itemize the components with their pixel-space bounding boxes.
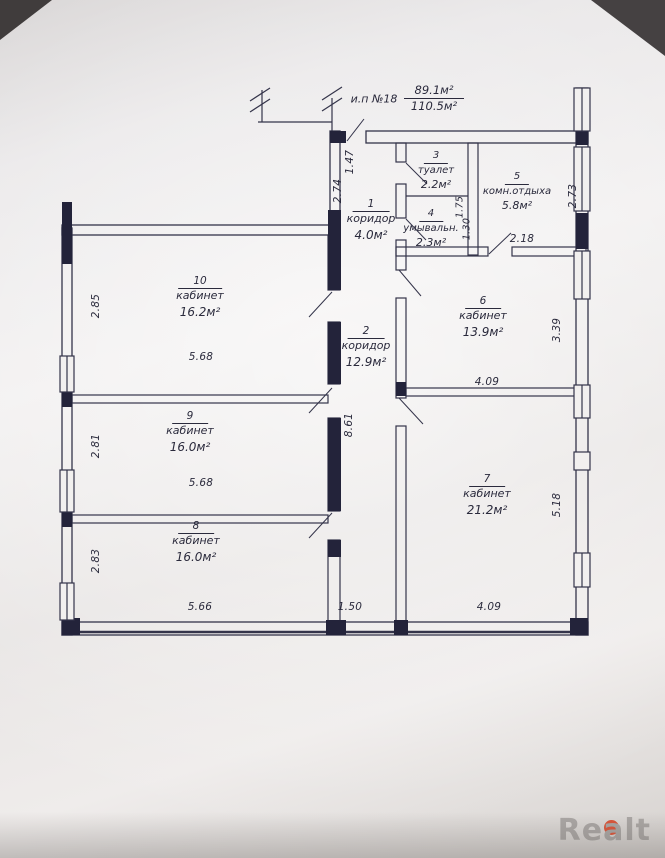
area-denominator: 110.5м² bbox=[410, 98, 458, 113]
dim-room6-width: 4.09 bbox=[474, 376, 500, 388]
photo-corner-top-left bbox=[0, 0, 52, 40]
room-label-5: 5 комн.отдыха 5.8м² bbox=[483, 165, 551, 213]
room-label-10: 10 кабинет 16.2м² bbox=[176, 270, 224, 320]
watermark-text-right: lt bbox=[624, 813, 651, 848]
realt-watermark-logo: Realt bbox=[558, 813, 651, 848]
dim-right-room6: 3.39 bbox=[551, 317, 563, 343]
room-number: 6 bbox=[464, 295, 502, 310]
room-area: 16.2м² bbox=[179, 305, 221, 320]
dim-right-top: 2.73 bbox=[567, 183, 579, 209]
room-name: коридор bbox=[346, 212, 396, 226]
room-label-9: 9 кабинет 16.0м² bbox=[166, 405, 214, 455]
room-number: 3 bbox=[423, 150, 449, 164]
watermark-text-left: Re bbox=[557, 813, 604, 848]
room-number: 9 bbox=[171, 410, 209, 425]
room-area: 12.9м² bbox=[345, 355, 387, 370]
dim-room4-b: 1.30 bbox=[461, 217, 473, 241]
room-area: 13.9м² bbox=[462, 325, 504, 340]
room-area: 16.0м² bbox=[169, 440, 211, 455]
room-label-2: 2 коридор 12.9м² bbox=[342, 320, 391, 370]
room-name: кабинет bbox=[463, 487, 511, 501]
dim-entry-height: 2.74 bbox=[332, 178, 344, 204]
area-numerator: 89.1м² bbox=[404, 84, 464, 99]
dim-room8-width: 5.66 bbox=[187, 601, 213, 613]
room-area: 5.8м² bbox=[501, 198, 533, 212]
dim-left-top: 2.85 bbox=[90, 293, 102, 319]
room-area: 21.2м² bbox=[466, 503, 508, 518]
dim-right-room7: 5.18 bbox=[551, 492, 563, 518]
room-number: 1 bbox=[352, 198, 390, 213]
dim-room4-a: 1.75 bbox=[454, 195, 466, 219]
room-name: кабинет bbox=[166, 424, 214, 438]
room-label-1: 1 коридор 4.0м² bbox=[347, 193, 396, 243]
room-label-7: 7 кабинет 21.2м² bbox=[463, 468, 511, 518]
dim-room9-width: 5.68 bbox=[188, 477, 214, 489]
dim-left-bottom: 2.83 bbox=[90, 548, 102, 574]
room-number: 7 bbox=[468, 473, 506, 488]
room-number: 8 bbox=[177, 520, 215, 535]
dim-left-mid: 2.81 bbox=[90, 433, 102, 459]
room-number: 10 bbox=[178, 275, 222, 290]
room-label-8: 8 кабинет 16.0м² bbox=[172, 515, 220, 565]
room-number: 5 bbox=[504, 171, 530, 185]
watermark-letter-a: a bbox=[603, 813, 625, 848]
window-symbols bbox=[59, 87, 591, 621]
total-area-fraction: 89.1м² 110.5м² bbox=[404, 84, 464, 112]
room-name: кабинет bbox=[459, 309, 507, 323]
dim-entry-width: 1.47 bbox=[344, 149, 356, 175]
dim-room5-width: 2.18 bbox=[509, 233, 535, 245]
room-area: 4.0м² bbox=[354, 228, 388, 243]
room-area: 2.2м² bbox=[420, 177, 452, 191]
dim-room10-width: 5.68 bbox=[188, 351, 214, 363]
door-leaves bbox=[308, 118, 512, 539]
room-name: кабинет bbox=[176, 289, 224, 303]
room-name: комн.отдыха bbox=[482, 185, 552, 197]
room-number: 4 bbox=[418, 208, 444, 222]
photo-corner-top-right bbox=[591, 0, 665, 56]
dim-bottom-mid: 1.50 bbox=[337, 601, 363, 613]
room-number: 2 bbox=[347, 325, 385, 340]
room-label-4: 4 умывальн. 2.3м² bbox=[403, 202, 458, 250]
room-name: кабинет bbox=[172, 534, 220, 548]
room-label-3: 3 туалет 2.2м² bbox=[418, 144, 454, 192]
dim-corridor-height: 8.61 bbox=[343, 412, 355, 438]
room-name: коридор bbox=[341, 339, 391, 353]
unit-number-label: и.п №18 bbox=[350, 92, 398, 106]
dim-bottom-right: 4.09 bbox=[476, 601, 502, 613]
room-area: 16.0м² bbox=[175, 550, 217, 565]
room-name: умывальн. bbox=[403, 222, 459, 234]
room-area: 2.3м² bbox=[415, 235, 447, 249]
wall-piers bbox=[62, 131, 588, 635]
room-name: туалет bbox=[417, 164, 455, 176]
entry-porch bbox=[249, 86, 343, 131]
room-label-6: 6 кабинет 13.9м² bbox=[459, 290, 507, 340]
